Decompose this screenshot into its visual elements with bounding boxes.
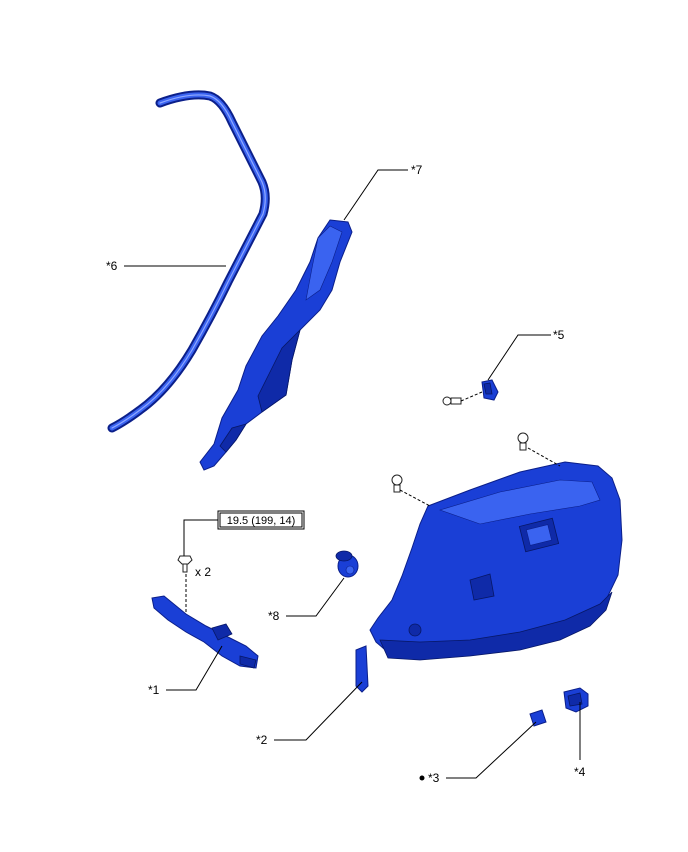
- leader-line-7: [343, 169, 408, 221]
- weatherstrip-part: [107, 90, 270, 433]
- quarter-trim-panel-part: [355, 461, 623, 693]
- callout-3: *3: [428, 771, 440, 785]
- leader-line-torque: [183, 519, 218, 556]
- clip-fastener-upper: [517, 432, 529, 451]
- bullet-dot-icon: [419, 775, 425, 781]
- lower-garnish-part: [151, 595, 259, 669]
- callout-5: *5: [553, 328, 565, 342]
- bolt-fastener: [177, 555, 193, 573]
- leader-line-1: [166, 645, 223, 691]
- torque-spec-text: 19.5 (199, 14): [227, 515, 296, 527]
- quantity-label: x 2: [195, 565, 211, 579]
- callout-2: *2: [256, 733, 268, 747]
- small-square-part: [529, 709, 547, 727]
- callout-1: *1: [148, 683, 160, 697]
- install-line-left-clip: [399, 489, 431, 507]
- install-line-upper-clip: [527, 447, 561, 467]
- pillar-garnish-part: [199, 219, 353, 471]
- connector-part: [563, 687, 589, 713]
- screw-fastener-5: [442, 396, 462, 406]
- leader-line-5: [487, 334, 551, 381]
- callout-6: *6: [106, 259, 118, 273]
- callout-8: *8: [268, 609, 280, 623]
- leader-line-8: [286, 577, 345, 617]
- callout-4: *4: [574, 765, 586, 779]
- leader-line-2: [274, 681, 363, 741]
- clip-fastener-left: [391, 474, 403, 493]
- callout-7: *7: [411, 163, 423, 177]
- bracket-part: [481, 379, 499, 401]
- install-line-5: [460, 391, 483, 402]
- clip-part: [335, 550, 359, 578]
- leader-line-3: [446, 721, 537, 779]
- torque-spec-box: 19.5 (199, 14): [217, 510, 305, 530]
